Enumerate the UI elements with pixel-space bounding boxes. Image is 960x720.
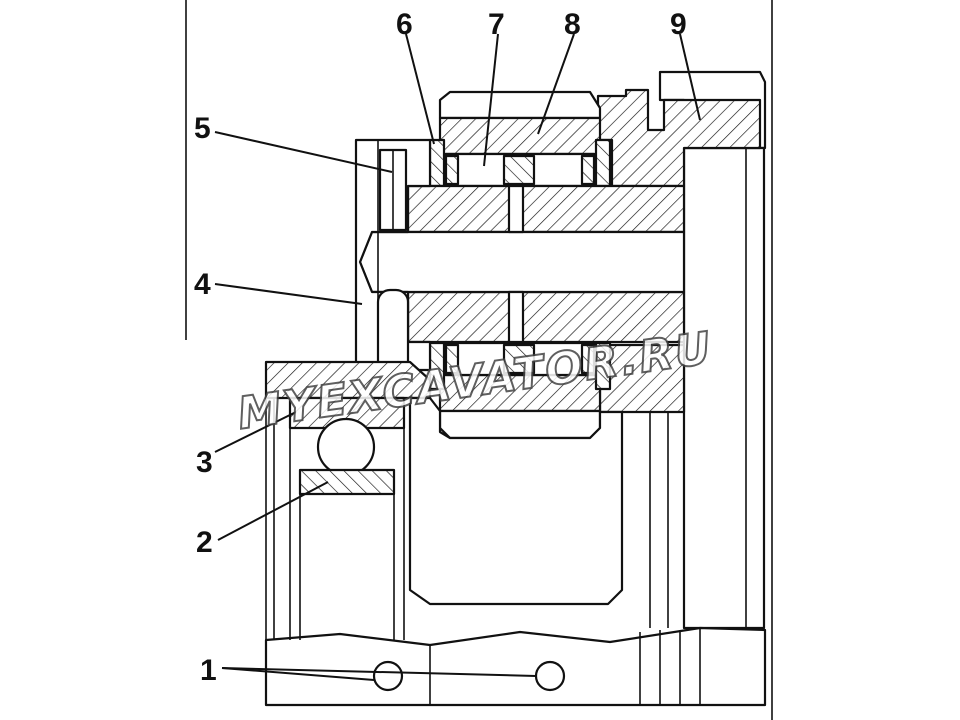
callout-3: 3 bbox=[196, 446, 213, 479]
part-3-ball-bearing bbox=[264, 360, 432, 640]
part-1-holes bbox=[372, 660, 566, 692]
callout-2: 2 bbox=[196, 526, 213, 559]
inner-cavity bbox=[408, 396, 624, 606]
part-6-washer bbox=[428, 138, 612, 391]
callout-8: 8 bbox=[564, 8, 581, 41]
callout-1: 1 bbox=[200, 654, 217, 687]
callout-labels: 1 2 3 4 5 6 7 8 9 bbox=[194, 8, 687, 687]
part-5-bolt bbox=[376, 148, 410, 376]
callout-4: 4 bbox=[194, 268, 211, 301]
callout-7: 7 bbox=[488, 8, 505, 41]
callout-6: 6 bbox=[396, 8, 413, 41]
leader-lines bbox=[214, 33, 701, 681]
part-7-needle-bearing bbox=[444, 152, 596, 377]
callout-9: 9 bbox=[670, 8, 687, 41]
callout-5: 5 bbox=[194, 112, 211, 145]
